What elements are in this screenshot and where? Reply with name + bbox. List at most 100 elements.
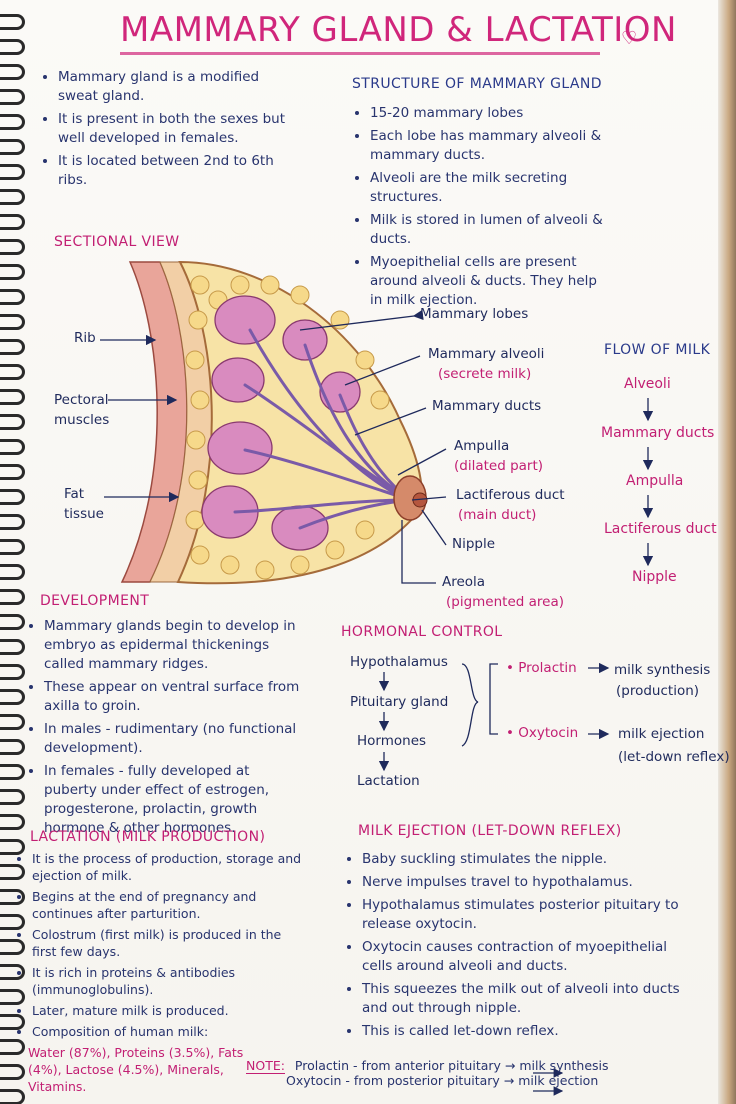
- binding-ring: [0, 214, 25, 230]
- prolactin-sub: (production): [616, 683, 700, 699]
- development-heading: DEVELOPMENT: [40, 593, 150, 609]
- ampulla-label: Ampulla: [454, 438, 510, 454]
- chain-step: Lactation: [357, 773, 420, 789]
- sectional-heading: SECTIONAL VIEW: [54, 234, 180, 250]
- binding-ring: [0, 289, 25, 305]
- note-label: NOTE:: [246, 1058, 285, 1074]
- lactation-item: Composition of human milk:: [32, 1023, 306, 1040]
- ejection-item: This is called let-down reflex.: [362, 1022, 692, 1041]
- binding-ring: [0, 439, 25, 455]
- structure-item: Alveoli are the milk secreting structure…: [370, 169, 612, 207]
- binding-ring: [0, 1064, 25, 1080]
- binding-ring: [0, 689, 25, 705]
- development-item: These appear on ventral surface from axi…: [44, 678, 301, 716]
- binding-ring: [0, 589, 25, 605]
- ejection-item: Hypothalamus stimulates posterior pituit…: [362, 896, 692, 934]
- binding-ring: [0, 764, 25, 780]
- title-text: MAMMARY GLAND & LACTATION: [120, 10, 677, 50]
- chain-step: Pituitary gland: [350, 694, 449, 710]
- binding-ring: [0, 964, 25, 980]
- alveoli-label: Mammary alveoli: [428, 346, 545, 362]
- binding-ring: [0, 114, 25, 130]
- lactation-list: It is the process of production, storage…: [14, 850, 306, 1095]
- binding-ring: [0, 639, 25, 655]
- binding-ring: [0, 564, 25, 580]
- binding-ring: [0, 89, 25, 105]
- binding-ring: [0, 64, 25, 80]
- mammary-ducts-shape: [233, 328, 412, 530]
- ejection-list: Baby suckling stimulates the nipple. Ner…: [344, 850, 692, 1045]
- lobes-label: Mammary lobes: [420, 306, 529, 322]
- binding-ring: [0, 1014, 25, 1030]
- brace-shape: [461, 663, 479, 747]
- flow-step: Alveoli: [624, 376, 671, 392]
- binding-ring: [0, 464, 25, 480]
- title-underline: [120, 52, 600, 55]
- binding-ring: [0, 939, 25, 955]
- binding-ring: [0, 789, 25, 805]
- structure-item: Milk is stored in lumen of alveoli & duc…: [370, 211, 612, 249]
- desk-edge: [718, 0, 736, 1104]
- lactiferous-sub-label: (main duct): [458, 507, 537, 523]
- binding-ring: [0, 714, 25, 730]
- areola-label: Areola: [442, 574, 486, 590]
- intro-item: It is located between 2nd to 6th ribs.: [58, 152, 290, 190]
- oxytocin-text: Oxytocin: [518, 725, 579, 741]
- binding-ring: [0, 14, 25, 30]
- oxytocin-effect: milk ejection: [618, 726, 705, 742]
- binding-ring: [0, 139, 25, 155]
- structure-item: 15-20 mammary lobes: [370, 104, 612, 123]
- development-item: In males - rudimentary (no functional de…: [44, 720, 301, 758]
- binding-ring: [0, 314, 25, 330]
- hormonal-heading: HORMONAL CONTROL: [341, 624, 503, 640]
- flow-step: Nipple: [632, 569, 677, 585]
- fat-tissue-label: Fat tissue: [64, 486, 104, 522]
- binding-ring: [0, 1089, 25, 1104]
- ejection-item: Nerve impulses travel to hypothalamus.: [362, 873, 692, 892]
- structure-item: Myoepithelial cells are present around a…: [370, 253, 612, 310]
- ducts-label: Mammary ducts: [432, 398, 542, 414]
- ejection-item: This squeezes the milk out of alveoli in…: [362, 980, 692, 1018]
- nipple-label: Nipple: [452, 536, 496, 552]
- binding-ring: [0, 914, 25, 930]
- lactiferous-label: Lactiferous duct: [456, 487, 565, 503]
- ejection-item: Baby suckling stimulates the nipple.: [362, 850, 692, 869]
- note-line: Prolactin - from anterior pituitary → mi…: [294, 1058, 609, 1073]
- note-line: Oxytocin - from posterior pituitary → mi…: [286, 1073, 599, 1088]
- flow-step: Ampulla: [626, 473, 684, 489]
- binding-ring: [0, 489, 25, 505]
- structure-list: 15-20 mammary lobes Each lobe has mammar…: [352, 104, 612, 314]
- page-title: MAMMARY GLAND & LACTATION: [120, 10, 676, 55]
- prolactin-text: Prolactin: [518, 660, 577, 676]
- binding-ring: [0, 389, 25, 405]
- rib-label: Rib: [74, 330, 96, 346]
- binding-ring: [0, 614, 25, 630]
- development-list: Mammary glands begin to develop in embry…: [26, 617, 301, 842]
- chain-step: Hypothalamus: [350, 654, 448, 670]
- binding-ring: [0, 1039, 25, 1055]
- binding-ring: [0, 189, 25, 205]
- lactation-item: It is rich in proteins & antibodies (imm…: [32, 964, 306, 998]
- ejection-item: Oxytocin causes contraction of myoepithe…: [362, 938, 692, 976]
- hormonal-arrows: [378, 662, 610, 772]
- milk-composition: Water (87%), Proteins (3.5%), Fats (4%),…: [28, 1045, 244, 1094]
- lactation-item: Later, mature milk is produced.: [32, 1002, 306, 1019]
- areola-sub-label: (pigmented area): [446, 594, 564, 610]
- binding-ring: [0, 889, 25, 905]
- chain-step: Hormones: [357, 733, 427, 749]
- binding-ring: [0, 814, 25, 830]
- note-arrows: [533, 1068, 564, 1096]
- binding-ring: [0, 264, 25, 280]
- binding-ring: [0, 839, 25, 855]
- oxytocin-label: • Oxytocin: [506, 725, 579, 741]
- lactation-heading: LACTATION (MILK PRODUCTION): [30, 829, 266, 845]
- spiral-binding: [0, 0, 30, 1104]
- prolactin-label: • Prolactin: [506, 660, 577, 676]
- binding-ring: [0, 989, 25, 1005]
- lactation-item: Colostrum (first milk) is produced in th…: [32, 926, 306, 960]
- flow-step: Lactiferous duct: [604, 521, 717, 537]
- oxytocin-sub: (let-down reflex): [618, 749, 730, 765]
- intro-list: Mammary gland is a modified sweat gland.…: [40, 68, 290, 194]
